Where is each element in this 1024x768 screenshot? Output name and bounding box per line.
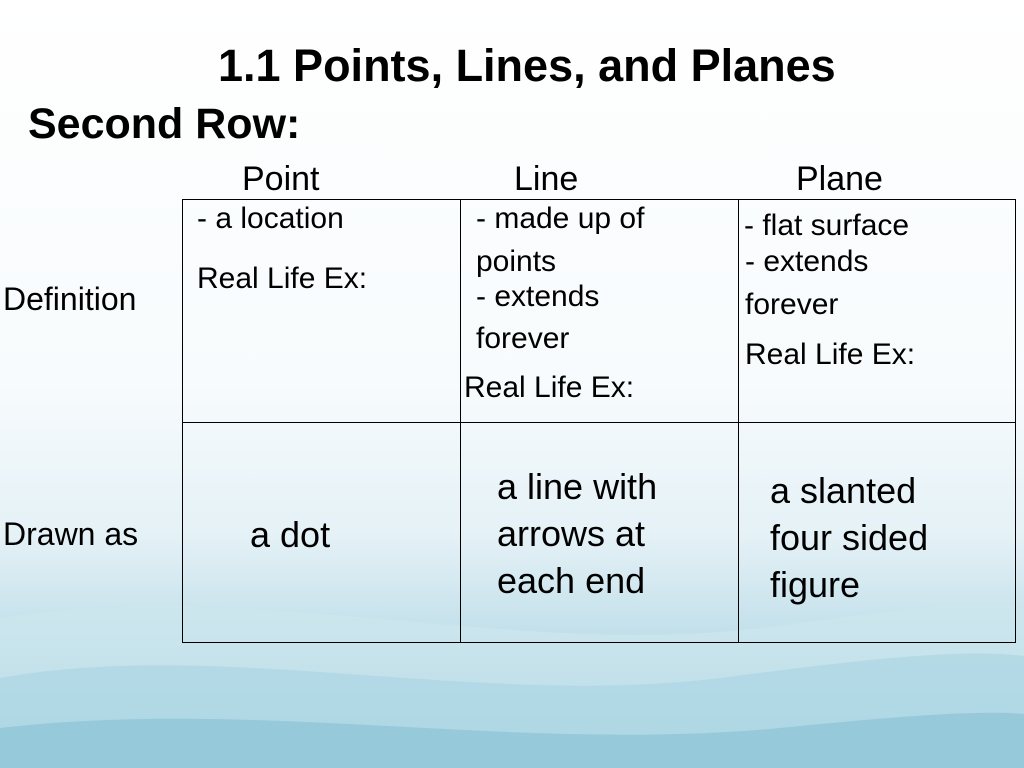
row-header-definition: Definition (3, 281, 137, 317)
plane-real-life-example-label: Real Life Ex: (745, 338, 916, 371)
point-drawn-as: a dot (250, 514, 331, 555)
plane-definition-line-3: forever (745, 288, 839, 321)
line-definition-line-1: - made up of (476, 202, 645, 235)
column-header-point: Point (242, 160, 320, 198)
slide-subtitle: Second Row: (28, 100, 301, 148)
plane-drawn-as-line-1: a slanted (770, 470, 917, 511)
column-divider (738, 200, 739, 642)
plane-drawn-as-line-3: figure (770, 564, 861, 605)
background-wave (0, 604, 1024, 768)
line-drawn-as-line-1: a line with (497, 466, 658, 507)
plane-definition-line-2: - extends (745, 245, 869, 278)
line-definition-line-2: points (476, 245, 557, 278)
definitions-table (182, 199, 1016, 643)
point-definition-line-1: - a location (197, 202, 344, 235)
slide-title: 1.1 Points, Lines, and Planes (218, 40, 836, 91)
line-definition-line-4: forever (476, 322, 570, 355)
line-definition-line-3: - extends (476, 280, 600, 313)
column-header-line: Line (514, 160, 579, 198)
row-header-drawn-as: Drawn as (3, 516, 139, 552)
line-drawn-as-line-2: arrows at (497, 513, 646, 554)
plane-definition-line-1: - flat surface (744, 209, 910, 242)
plane-drawn-as-line-2: four sided (770, 517, 929, 558)
line-drawn-as-line-3: each end (497, 560, 646, 601)
row-divider (183, 422, 1015, 423)
line-real-life-example-label: Real Life Ex: (464, 371, 635, 404)
point-real-life-example-label: Real Life Ex: (197, 262, 368, 295)
column-header-plane: Plane (796, 160, 883, 198)
column-divider (460, 200, 461, 642)
